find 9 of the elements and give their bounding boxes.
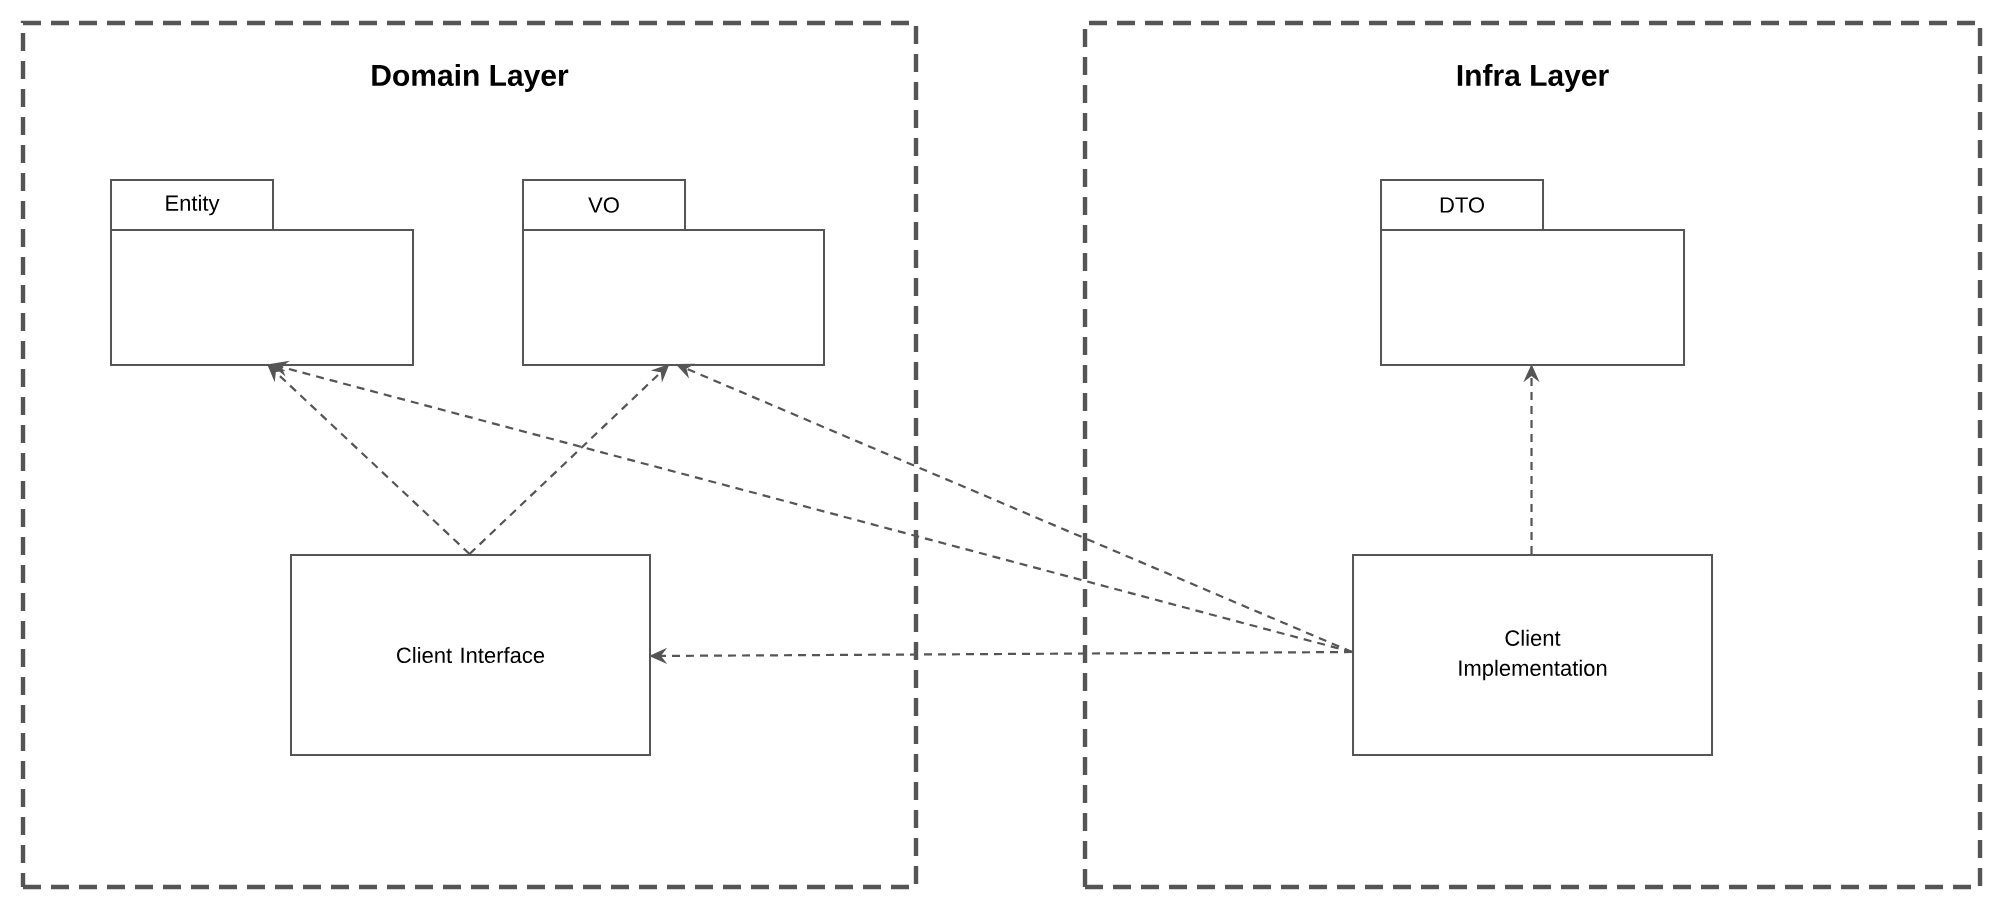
- class-box: Client Implementation: [1352, 554, 1713, 756]
- node-label: DTO: [1440, 197, 1484, 213]
- node-label: VO: [588, 197, 619, 213]
- node-label: Entity: [166, 194, 220, 216]
- class-box: Client Interface: [290, 554, 651, 756]
- dependency-arrow: [267, 364, 471, 555]
- package-box: Entity: [110, 179, 414, 366]
- package-box: DTO: [1380, 179, 1685, 366]
- package-box: VO: [522, 179, 825, 366]
